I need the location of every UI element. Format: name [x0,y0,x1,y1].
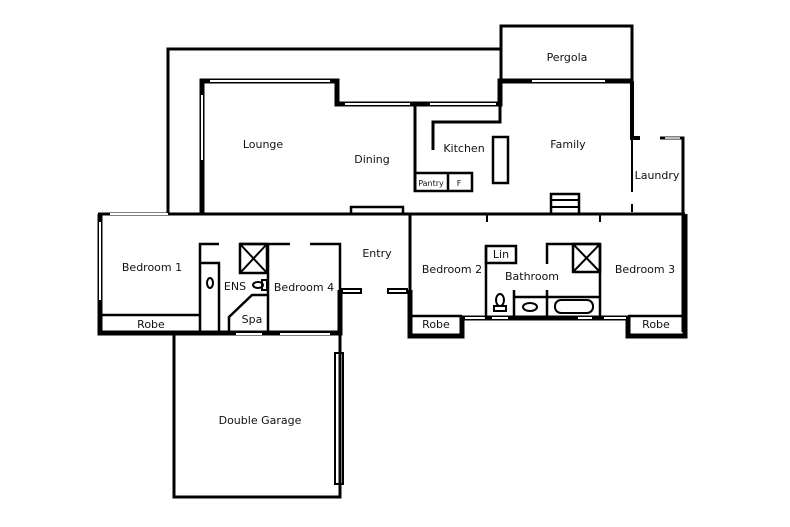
label-bedroom-3: Bedroom 3 [615,263,675,276]
room-labels: Pergola Lounge Dining Kitchen Family Lau… [122,51,680,427]
walls [97,24,688,499]
label-linen: Lin [493,248,509,261]
label-robe-2: Robe [422,318,450,331]
label-lounge: Lounge [243,138,284,151]
label-kitchen: Kitchen [443,142,484,155]
label-entry: Entry [362,247,392,260]
label-laundry: Laundry [635,169,680,182]
label-bedroom-4: Bedroom 4 [274,281,334,294]
label-robe-3: Robe [642,318,670,331]
label-spa: Spa [242,313,263,326]
label-dining: Dining [354,153,390,166]
label-ens: ENS [224,280,246,293]
label-family: Family [550,138,586,151]
label-bathroom: Bathroom [505,270,559,283]
label-robe-1: Robe [137,318,165,331]
label-bedroom-1: Bedroom 1 [122,261,182,274]
label-double-garage: Double Garage [219,414,302,427]
label-bedroom-2: Bedroom 2 [422,263,482,276]
label-pergola: Pergola [547,51,588,64]
label-fridge: F [457,179,462,188]
label-pantry: Pantry [418,179,444,188]
